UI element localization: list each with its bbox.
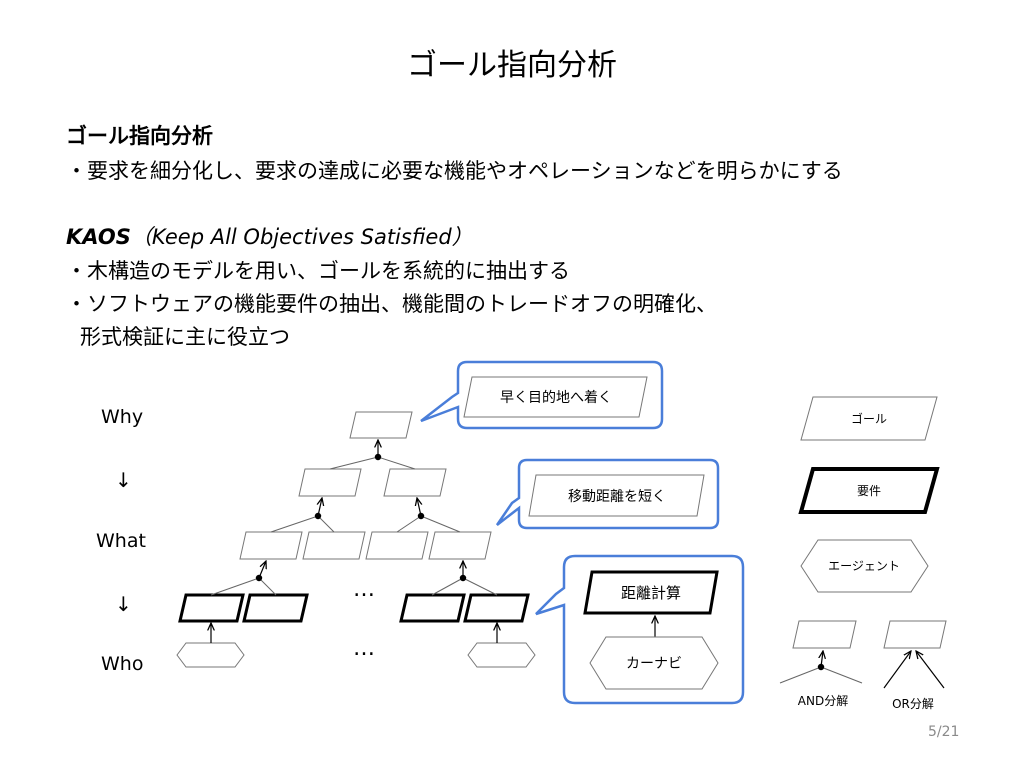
callout-sub-goal-text: 移動距離を短く xyxy=(568,488,666,505)
goal-analysis-description: ・要求を細分化し、要求の達成に必要な機能やオペレーションなどを明らかにする xyxy=(66,159,843,183)
goal-node-level2-right xyxy=(383,468,447,497)
kaos-point-2-continued: 形式検証に主に役立つ xyxy=(80,325,290,349)
kaos-heading: KAOS（Keep All Objectives Satisfied） xyxy=(66,221,473,251)
slide-title: ゴール指向分析 xyxy=(407,48,617,83)
kaos-point-2: ・ソフトウェアの機能要件の抽出、機能間のトレードオフの明確化、 xyxy=(66,292,717,316)
callout-top-goal: 早く目的地へ着く xyxy=(420,360,664,430)
legend-agent-shape xyxy=(800,539,929,593)
callout-requirement-agent: 距離計算 カーナビ xyxy=(535,554,745,705)
goal-node-level3-3 xyxy=(365,531,429,560)
goal-node-level3-1 xyxy=(239,531,303,560)
agent-node-1 xyxy=(176,642,245,668)
requirement-node-4 xyxy=(463,593,530,623)
legend-and-label: AND分解 xyxy=(798,694,848,708)
goal-node-level3-2 xyxy=(302,531,366,560)
legend-or-label: OR分解 xyxy=(892,697,934,711)
ellipsis-2: … xyxy=(353,636,375,661)
down-arrow-2: ↓ xyxy=(115,592,132,616)
legend-goal-label: ゴール xyxy=(851,411,887,426)
callout-top-goal-text: 早く目的地へ着く xyxy=(500,390,612,406)
level-why-label: Why xyxy=(101,406,144,428)
kaos-name: KAOS xyxy=(66,225,131,249)
agent-node-2 xyxy=(467,642,536,668)
kaos-expansion: （Keep All Objectives Satisfied） xyxy=(130,225,473,249)
requirement-node-2 xyxy=(242,593,309,623)
callout-agent-text: カーナビ xyxy=(626,656,682,672)
legend-or-goal-shape xyxy=(883,620,947,649)
legend-goal-shape xyxy=(800,396,938,441)
callout-sub-goal: 移動距離を短く xyxy=(495,458,720,530)
section-heading: ゴール指向分析 xyxy=(66,124,213,148)
page-number: 5/21 xyxy=(928,724,960,740)
level-what-label: What xyxy=(96,530,146,552)
goal-node-level3-4 xyxy=(428,531,492,560)
level-who-label: Who xyxy=(101,653,144,675)
callout-requirement-text: 距離計算 xyxy=(621,584,681,602)
requirement-node-1 xyxy=(178,593,245,623)
requirement-node-3 xyxy=(399,593,466,623)
down-arrow-1: ↓ xyxy=(115,468,132,492)
kaos-point-1: ・木構造のモデルを用い、ゴールを系統的に抽出する xyxy=(66,259,570,283)
ellipsis-1: … xyxy=(353,577,375,602)
goal-node-top xyxy=(349,411,413,439)
legend-requirement-shape xyxy=(798,467,940,514)
legend-and-goal-shape xyxy=(792,620,857,649)
legend: ゴール 要件 エージェント AND分解 OR分解 xyxy=(779,396,947,711)
goal-node-level2-left xyxy=(298,468,362,497)
legend-requirement-label: 要件 xyxy=(857,484,881,498)
legend-agent-label: エージェント xyxy=(828,559,900,573)
